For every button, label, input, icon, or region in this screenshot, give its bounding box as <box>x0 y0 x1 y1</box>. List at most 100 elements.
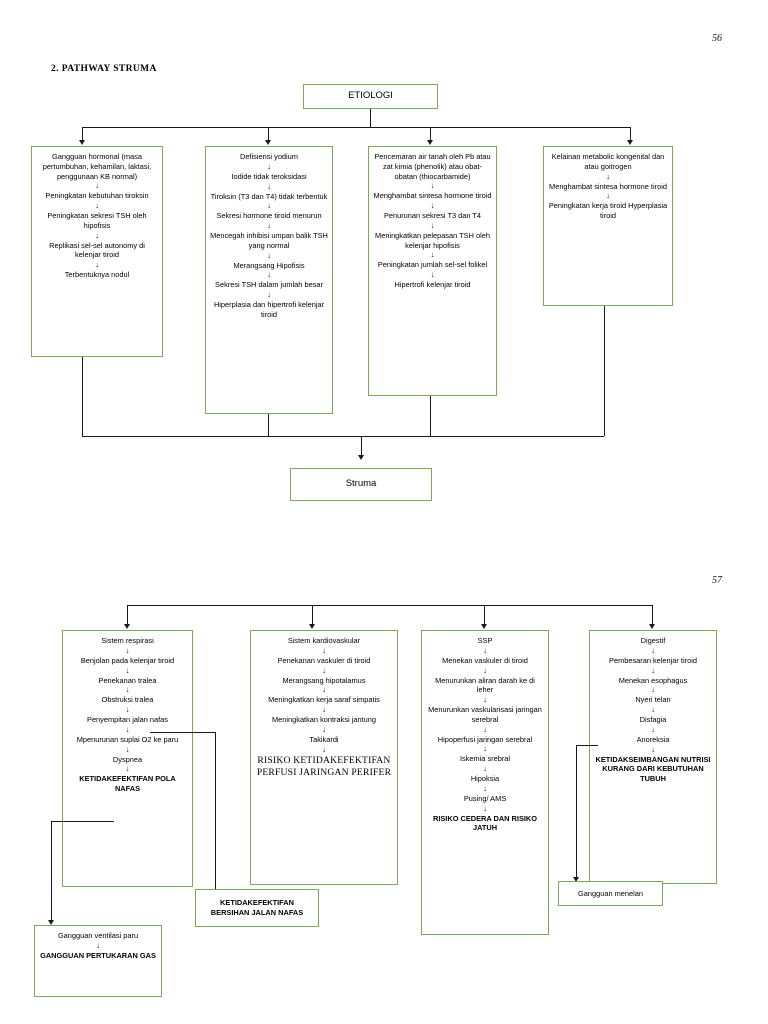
flow-step: Anoreksia <box>636 734 670 744</box>
flow-step: Hiperplasia dan hipertrofi kelenjar tiro… <box>213 300 325 319</box>
etiologi-box: ETIOLOGI <box>303 84 438 109</box>
connector-drop-1 <box>82 127 83 141</box>
flow-step: Peningkatan kerja tiroid Hyperplasia tir… <box>548 201 668 221</box>
flow-step: Defisiensi yodium <box>240 152 298 161</box>
flow-step: Menekan esophagus <box>618 675 688 685</box>
hormonal-branch-box: Gangguan hormonal (masa pertumbuhan, keh… <box>31 146 163 357</box>
page-number-top: 56 <box>712 33 722 44</box>
connector-struma-stem <box>361 436 362 456</box>
down-arrow-icon: ↓ <box>267 221 271 231</box>
connector-dyspnea-v <box>51 821 52 921</box>
down-arrow-icon: ↓ <box>322 705 326 715</box>
down-arrow-icon: ↓ <box>322 724 326 734</box>
down-arrow-icon: ↓ <box>430 270 435 280</box>
pollution-branch-box: Pencemaran air tanah oleh Pb atau zat ki… <box>368 146 497 396</box>
struma-label: Struma <box>345 478 377 490</box>
metabolic-branch-box: Kelainan metabolic kongenital dan atau g… <box>543 146 673 306</box>
flow-step: RISIKO KETIDAKEFEKTIFAN PERFUSI JARINGAN… <box>256 754 392 779</box>
down-arrow-icon: ↓ <box>267 250 271 260</box>
down-arrow-icon: ↓ <box>125 705 130 715</box>
down-arrow-icon: ↓ <box>483 695 487 705</box>
down-arrow-icon: ↓ <box>95 201 99 211</box>
down-arrow-icon: ↓ <box>125 645 130 655</box>
flow-step: Nyeri telan <box>635 695 671 705</box>
down-arrow-icon: ↓ <box>267 270 271 280</box>
page-title: 2. PATHWAY STRUMA <box>51 64 157 74</box>
flow-step: SSP <box>477 636 493 645</box>
flow-step: Gangguan hormonal (masa pertumbuhan, keh… <box>42 152 152 181</box>
flow-step: Kelainan metabolic kongenital dan atau g… <box>551 152 665 171</box>
flow-step: Penekanan vaskuler di tiroid <box>277 655 371 665</box>
down-arrow-icon: ↓ <box>125 665 130 675</box>
flow-step: Replikasi sel-sel autonomy di kelenjar t… <box>49 240 145 260</box>
flow-step: Iodide tidak teroksidasi <box>231 171 307 181</box>
iodine-deficiency-branch-box: Defisiensi yodium ↓ Iodide tidak teroksida… <box>205 146 333 414</box>
flow-step: Peningkatan sekresi TSH oleh hipofisis <box>47 211 147 230</box>
flow-step: KETIDAKEFEKTIFAN BERSIHAN JALAN NAFAS <box>210 898 304 917</box>
arrowhead-struma <box>358 455 364 460</box>
flow-step: Gangguan menelan <box>578 888 643 898</box>
flow-step: Mencegah inhibisi umpan balik TSH yang n… <box>210 231 328 250</box>
flow-step: Tiroksin (T3 dan T4) tidak terbentuk <box>210 191 328 201</box>
arrowhead-b1 <box>124 624 130 629</box>
respiratory-branch-box: Sistem respirasi↓Benjolan pada kelenjar … <box>62 630 193 887</box>
flow-step: Meningkatkan pelepasan TSH oleh kelenjar… <box>375 230 490 250</box>
flow-step: KETIDAKSEIMBANGAN NUTRISI KURANG DARI KE… <box>595 754 711 784</box>
digestive-branch-box: Digestif↓Pembesaran kelenjar tiroid↓Mene… <box>589 630 717 884</box>
flow-step: Peningkatan kebutuhan tiroksin <box>45 191 149 201</box>
flow-step: Menghambat sintesa hormone tiroid <box>549 181 667 191</box>
connector-disfagia-h <box>576 745 598 746</box>
flow-step: Hipertrofi kelenjar tiroid <box>394 280 471 290</box>
ventilation-outcome-box: Gangguan ventilasi paru↓GANGGUAN PERTUKA… <box>34 925 162 997</box>
arrowhead-menelan <box>573 877 579 882</box>
flow-step: Sekresi hormone tiroid menurun <box>216 211 322 221</box>
struma-box: Struma <box>290 468 432 501</box>
connector-merge-1 <box>82 357 83 436</box>
flow-step: Menghambat sintesa hormone tiroid <box>373 191 492 201</box>
flow-step: Iskemia srebral <box>459 754 511 764</box>
arrowhead-4 <box>627 140 633 145</box>
connector-bottom-bus <box>127 605 652 606</box>
arrowhead-b4 <box>649 624 655 629</box>
flow-step: Merangsang hipotalamus <box>282 675 366 685</box>
connector-bdrop-4 <box>652 605 653 625</box>
flow-step: Menurunkan vaskularisasi jaringan serebr… <box>428 705 542 724</box>
down-arrow-icon: ↓ <box>322 645 326 655</box>
flow-step: GANGGUAN PERTUKARAN GAS <box>40 950 156 960</box>
down-arrow-icon: ↓ <box>95 181 99 191</box>
flow-step: Menekan vaskuler di tiroid <box>442 655 528 665</box>
down-arrow-icon: ↓ <box>651 665 655 675</box>
flow-step: Digestif <box>640 636 666 645</box>
etiologi-label: ETIOLOGI <box>348 90 393 102</box>
flow-step: Peningkatan jumlah sel-sel folikel <box>377 260 488 270</box>
connector-bdrop-2 <box>312 605 313 625</box>
down-arrow-icon: ↓ <box>483 803 487 813</box>
down-arrow-icon: ↓ <box>125 764 130 774</box>
down-arrow-icon: ↓ <box>322 744 326 754</box>
flow-step: Terbentuknya nodul <box>64 270 130 280</box>
ssp-branch-box: SSP↓Menekan vaskuler di tiroid↓Menurunka… <box>421 630 549 935</box>
flow-step: Meningkatkan kerja saraf simpatis <box>268 695 380 705</box>
arrowhead-ventilasi <box>48 920 54 925</box>
down-arrow-icon: ↓ <box>606 191 610 201</box>
cardiovascular-branch-box: Sistem kardiovaskular↓Penekanan vaskuler… <box>250 630 398 885</box>
down-arrow-icon: ↓ <box>651 645 655 655</box>
connector-merge-2 <box>268 414 269 436</box>
flow-step: Merangsang Hipofisis <box>233 260 305 270</box>
down-arrow-icon: ↓ <box>267 201 271 211</box>
connector-merge-bus <box>82 436 604 437</box>
arrowhead-b2 <box>309 624 315 629</box>
connector-drop-2 <box>268 127 269 141</box>
down-arrow-icon: ↓ <box>322 665 326 675</box>
flow-step: Takikardi <box>309 734 339 744</box>
flow-step: Penekanan tralea <box>98 675 157 685</box>
connector-drop-3 <box>430 127 431 141</box>
flow-step: Penyempitan jalan nafas <box>87 715 168 725</box>
arrowhead-2 <box>265 140 271 145</box>
connector-etiologi-stem <box>370 109 371 127</box>
connector-drop-4 <box>630 127 631 141</box>
swallowing-outcome-box: Gangguan menelan <box>558 881 663 906</box>
connector-obstruksi-v <box>215 732 216 889</box>
arrowhead-b3 <box>481 624 487 629</box>
